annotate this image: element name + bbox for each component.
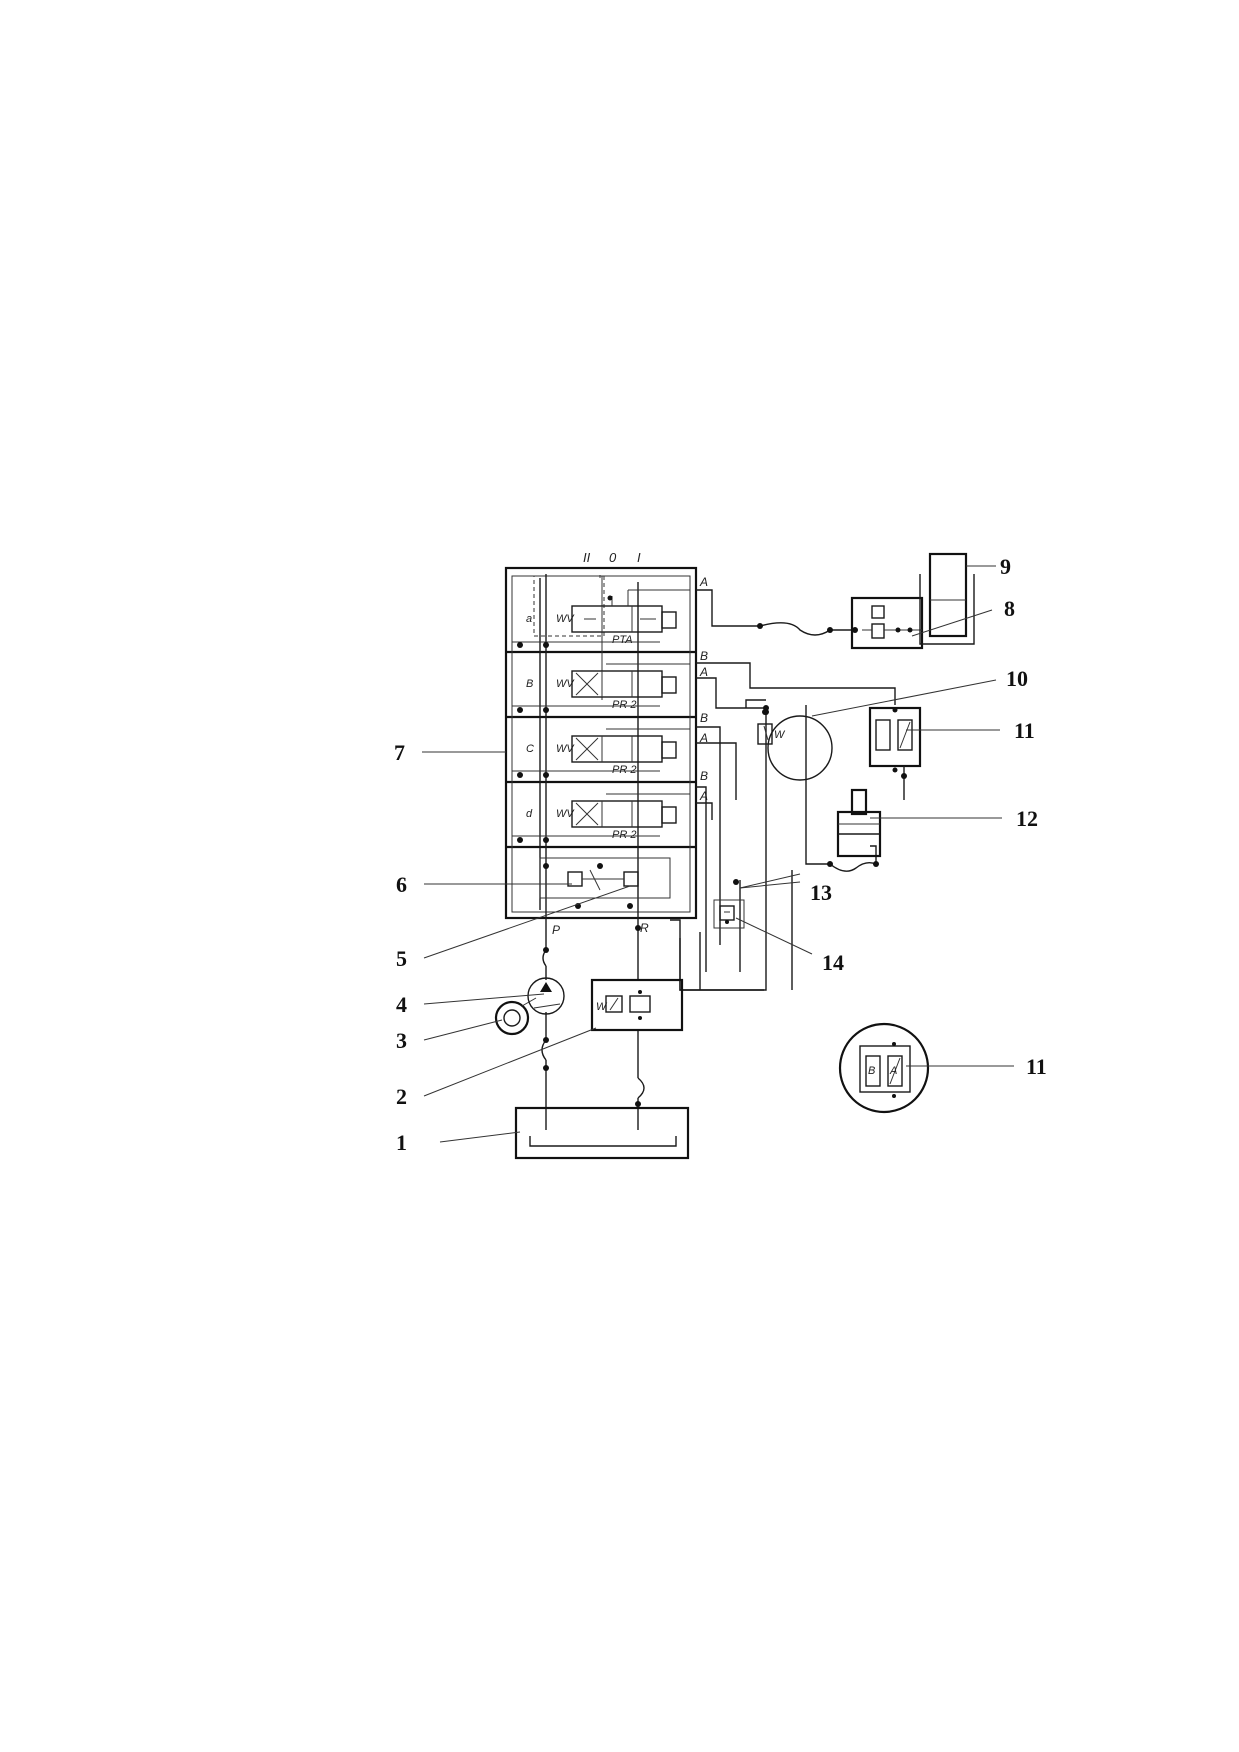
section-code-b: PR 2	[612, 699, 636, 711]
component-1-tank	[514, 1106, 690, 1160]
section-d: d WV PR 2	[512, 793, 690, 843]
spring-symbol-2: W	[596, 1001, 608, 1013]
section-letter-d: d	[526, 808, 533, 820]
valve-5-symbol	[623, 871, 639, 887]
port-a-section-a: A	[699, 575, 708, 589]
callout-9: 9	[1000, 554, 1011, 579]
position-label-i: I	[637, 550, 641, 565]
section-code-c: PR 2	[612, 764, 636, 776]
component-3-motor	[494, 997, 537, 1036]
component-14	[713, 899, 745, 929]
port-b-section-c: B	[700, 711, 708, 725]
section-code-a: PTA	[612, 634, 633, 646]
callout-12: 12	[1016, 806, 1038, 831]
position-label-0: 0	[609, 550, 617, 565]
callout-8: 8	[1004, 596, 1015, 621]
section-b: B WV PR 2	[512, 663, 690, 713]
relief-section	[539, 857, 671, 909]
port-b-section-b: B	[700, 649, 708, 663]
spring-symbol-b: WV	[556, 678, 575, 690]
section-letter-c: C	[526, 743, 534, 755]
component-8	[850, 596, 924, 650]
section-a: a WV PTA	[512, 589, 690, 648]
port-a-section-d: A	[699, 789, 708, 803]
callout-11: 11	[1014, 718, 1035, 743]
section-letter-a: a	[526, 613, 532, 625]
callout-2: 2	[396, 1084, 407, 1109]
section-letter-b: B	[526, 678, 533, 690]
section-c: C WV PR 2	[512, 728, 690, 778]
component-2: W	[590, 978, 684, 1032]
leader-lines	[422, 565, 1014, 1143]
detail-inset-11: B A	[838, 1022, 930, 1114]
spring-symbol-d: WV	[556, 808, 575, 820]
callout-7: 7	[394, 740, 405, 765]
port-r: R	[640, 921, 649, 935]
detail-label-right: A	[889, 1065, 897, 1077]
callout-3: 3	[396, 1028, 407, 1053]
component-9	[919, 552, 975, 645]
component-4-pump	[527, 977, 565, 1015]
component-11	[868, 706, 922, 800]
callout-5: 5	[396, 946, 407, 971]
position-label-ii: II	[583, 550, 591, 565]
callout-1: 1	[396, 1130, 407, 1155]
pipes	[541, 589, 896, 1130]
port-b-section-d: B	[700, 769, 708, 783]
component-12	[836, 788, 882, 858]
spring-symbol-10: W	[774, 729, 786, 741]
distributor-block	[504, 566, 698, 920]
port-a-section-b: A	[699, 665, 708, 679]
port-a-section-c: A	[699, 731, 708, 745]
callout-10: 10	[1006, 666, 1028, 691]
detail-label-left: B	[868, 1065, 875, 1077]
spring-symbol-c: WV	[556, 743, 575, 755]
callout-14: 14	[822, 950, 844, 975]
callout-13: 13	[810, 880, 832, 905]
callout-6: 6	[396, 872, 407, 897]
callout-4: 4	[396, 992, 407, 1017]
spring-symbol-a: WV	[556, 613, 575, 625]
callout-11-detail: 11	[1026, 1054, 1047, 1079]
port-p: P	[552, 923, 560, 937]
component-10: W	[757, 709, 833, 781]
section-code-d: PR 2	[612, 829, 636, 841]
